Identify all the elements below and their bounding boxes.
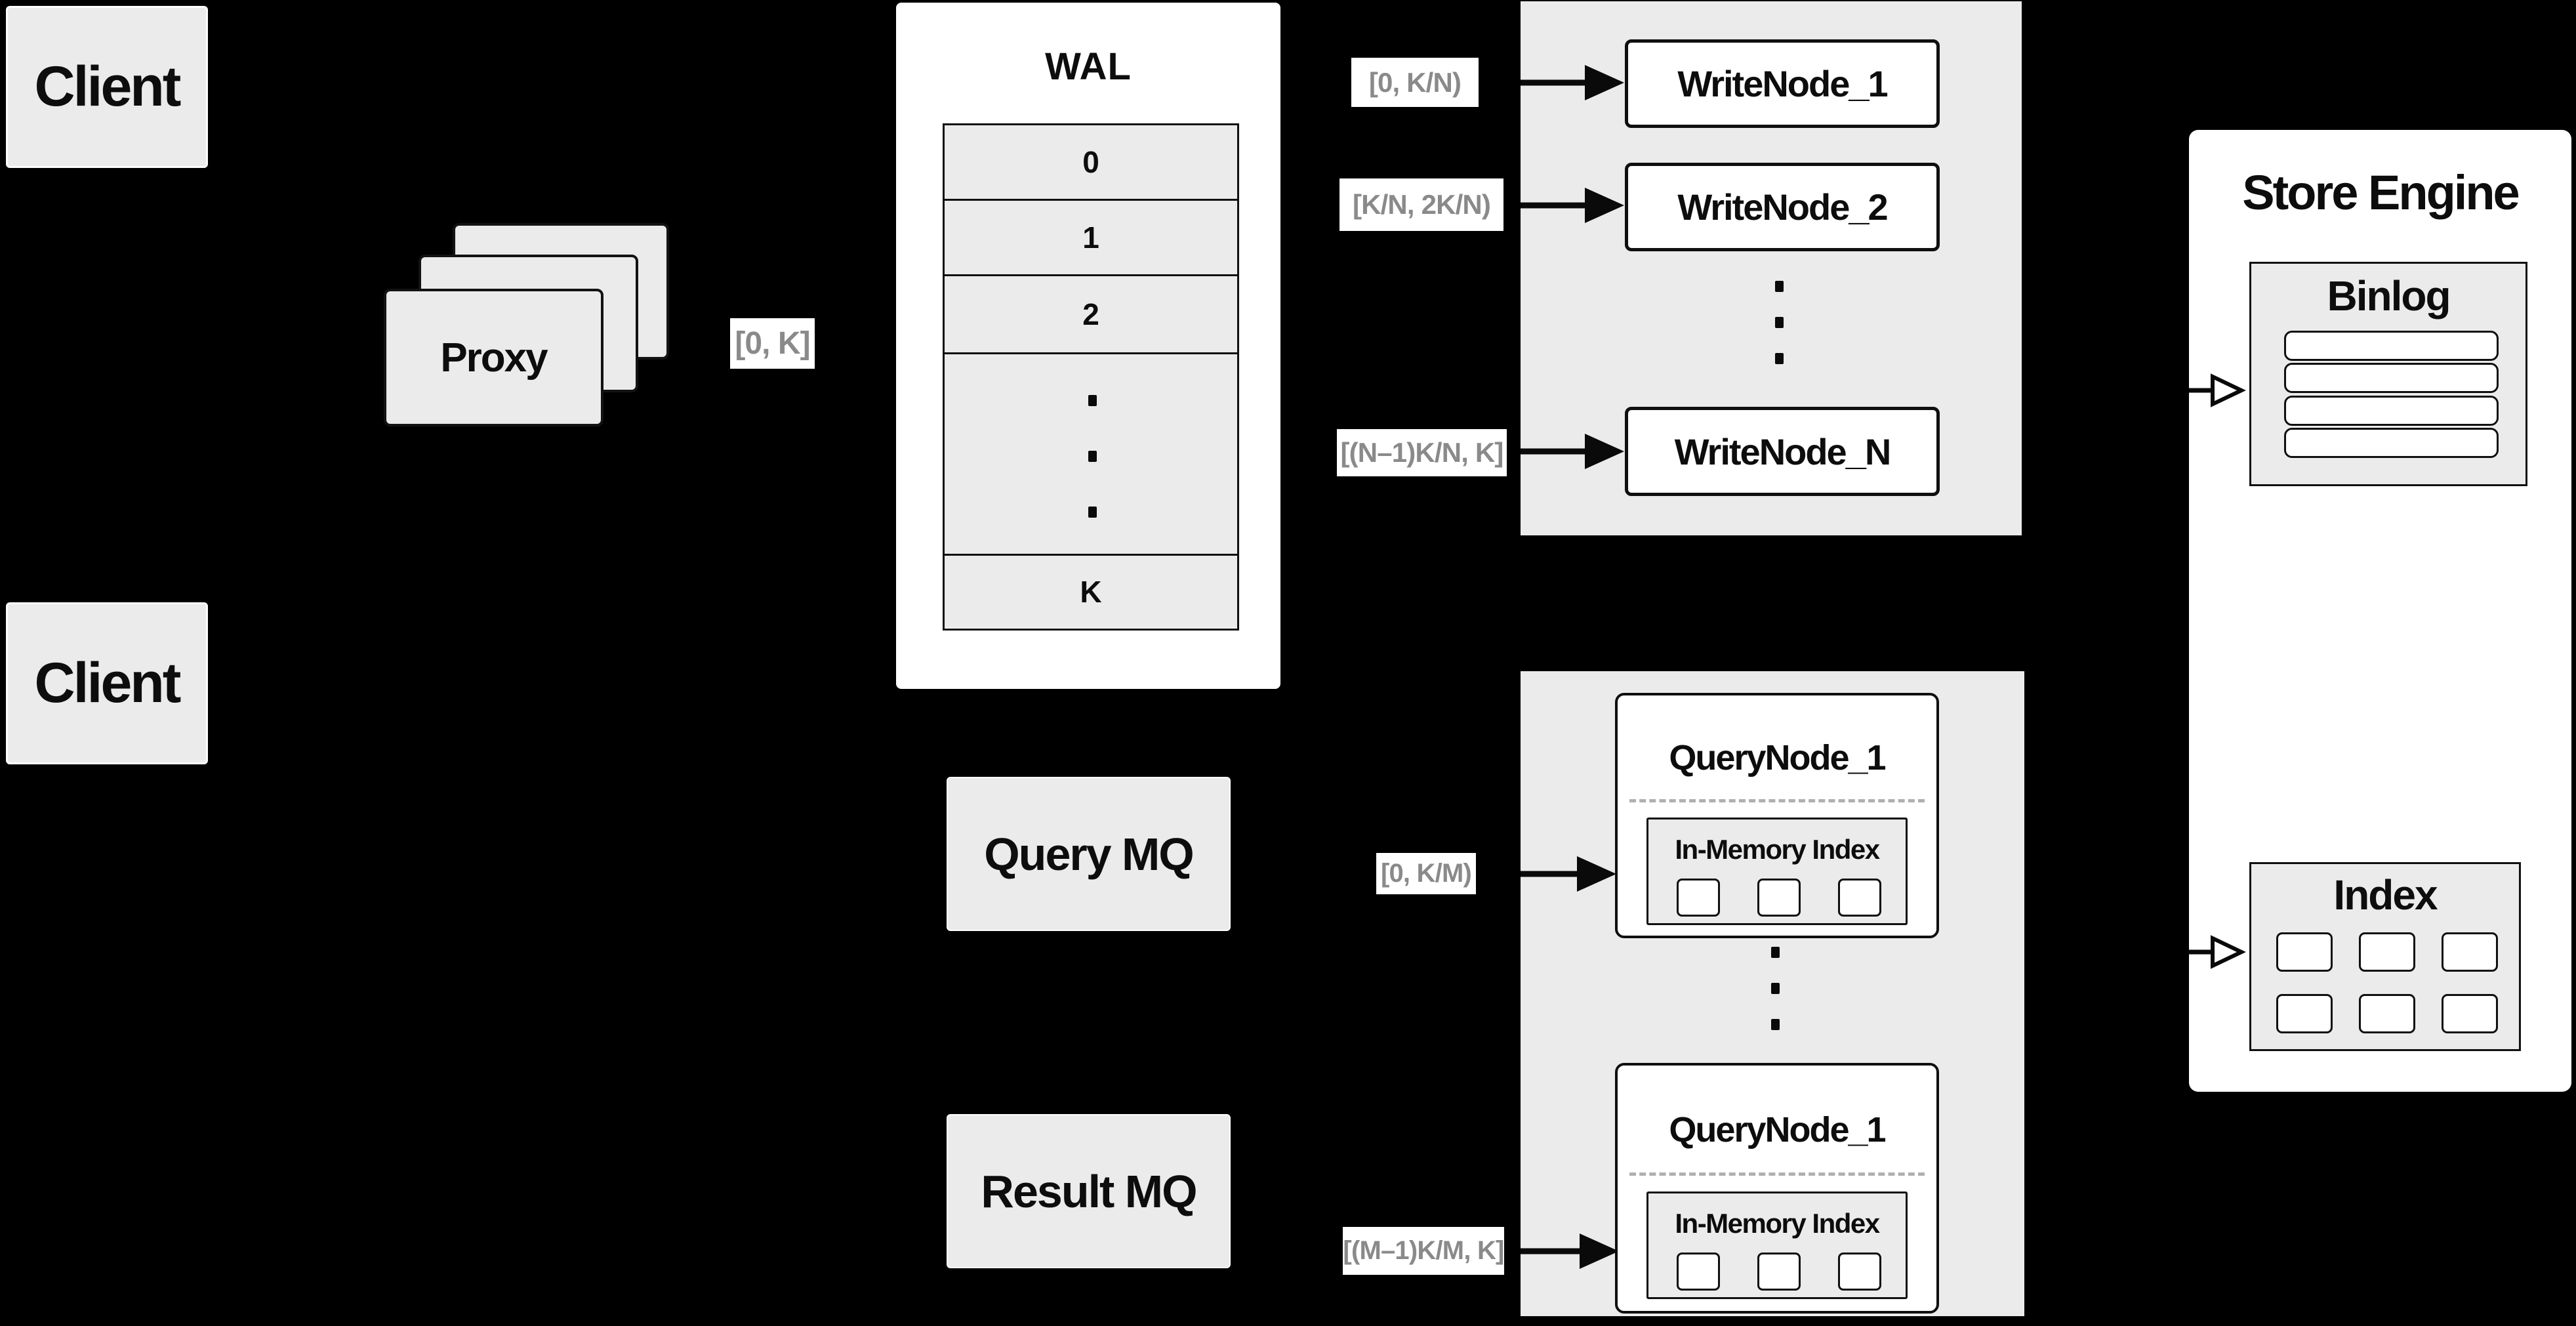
- query-range-label-1: [0, K/M): [1376, 853, 1476, 894]
- dot: [1775, 353, 1784, 364]
- write-node-n-label: WriteNode_N: [1674, 430, 1892, 472]
- binlog-row: [2284, 331, 2499, 361]
- index-cell: [2276, 994, 2333, 1033]
- wal-slot-ellipsis: [945, 354, 1237, 556]
- proxy-card-front: Proxy: [384, 289, 603, 426]
- in-memory-index-box-1: In-Memory Index: [1646, 818, 1908, 925]
- wal-slot-2: 2: [945, 276, 1237, 354]
- memory-segment: [1757, 1253, 1801, 1291]
- dot: [1771, 1019, 1780, 1030]
- client-top-label: Client: [34, 55, 182, 118]
- arrow-to-querynode-1: [1521, 856, 1616, 892]
- wal-slot-k: K: [945, 556, 1237, 628]
- write-node-1-label: WriteNode_1: [1677, 63, 1888, 104]
- proxy-range-label: [0, K]: [730, 318, 815, 369]
- arrow-to-writenode-1: [1521, 65, 1624, 100]
- index-cell: [2442, 932, 2498, 972]
- result-mq-box: Result MQ: [947, 1114, 1231, 1268]
- binlog-title: Binlog: [2327, 272, 2451, 320]
- wal-panel: WAL 0 1 2 K: [896, 3, 1280, 689]
- dot: [1775, 317, 1784, 328]
- in-memory-index-label-2: In-Memory Index: [1675, 1207, 1880, 1239]
- index-cell: [2276, 932, 2333, 972]
- write-node-2: WriteNode_2: [1625, 163, 1940, 251]
- proxy-label: Proxy: [440, 335, 548, 381]
- dot: [1088, 507, 1097, 518]
- wal-slot-table: 0 1 2 K: [943, 123, 1239, 631]
- wal-slot-1: 1: [945, 201, 1237, 276]
- binlog-box: Binlog: [2249, 262, 2527, 486]
- arrow-to-writenode-2: [1521, 188, 1624, 223]
- in-memory-index-label-1: In-Memory Index: [1675, 833, 1880, 865]
- dot: [1088, 395, 1097, 406]
- index-cell: [2359, 994, 2415, 1033]
- in-memory-index-box-2: In-Memory Index: [1646, 1191, 1908, 1299]
- dot: [1771, 947, 1780, 958]
- wal-slot-0: 0: [945, 125, 1237, 201]
- query-range-label-2: [(M–1)K/M, K]: [1343, 1227, 1504, 1275]
- dashed-divider: [1629, 799, 1925, 802]
- arrow-to-querynode-2: [1521, 1233, 1619, 1269]
- store-engine-panel: Store Engine Binlog Index: [2189, 130, 2571, 1092]
- memory-segment: [1677, 879, 1720, 917]
- binlog-row: [2284, 363, 2499, 393]
- memory-segment: [1838, 879, 1881, 917]
- dot: [1771, 983, 1780, 994]
- binlog-row: [2284, 428, 2499, 458]
- query-node-1: QueryNode_1 In-Memory Index: [1615, 693, 1939, 938]
- query-node-2: QueryNode_1 In-Memory Index: [1615, 1063, 1939, 1314]
- index-cell: [2442, 994, 2498, 1033]
- memory-segment: [1838, 1253, 1881, 1291]
- write-node-1: WriteNode_1: [1625, 39, 1940, 128]
- query-node-1-title: QueryNode_1: [1669, 738, 1886, 777]
- write-node-2-label: WriteNode_2: [1677, 186, 1888, 228]
- memory-segment: [1757, 879, 1801, 917]
- index-box: Index: [2249, 862, 2521, 1051]
- write-range-label-2: [K/N, 2K/N): [1339, 178, 1503, 231]
- write-node-n: WriteNode_N: [1625, 407, 1940, 496]
- result-mq-label: Result MQ: [981, 1165, 1197, 1217]
- arrow-to-index: [2189, 935, 2246, 969]
- dot: [1775, 281, 1784, 292]
- write-range-label-3: [(N–1)K/N, K]: [1337, 429, 1507, 476]
- binlog-row: [2284, 396, 2499, 426]
- wal-title: WAL: [1045, 45, 1132, 88]
- arrow-to-binlog: [2189, 373, 2246, 407]
- query-node-2-title: QueryNode_1: [1669, 1110, 1886, 1150]
- client-box-bottom: Client: [6, 602, 208, 764]
- client-bottom-label: Client: [34, 652, 182, 715]
- query-mq-box: Query MQ: [947, 777, 1231, 931]
- memory-segment: [1677, 1253, 1720, 1291]
- store-engine-title: Store Engine: [2242, 165, 2520, 220]
- index-cell: [2359, 932, 2415, 972]
- query-mq-label: Query MQ: [984, 828, 1195, 880]
- index-title: Index: [2333, 871, 2438, 919]
- arrow-to-writenode-n: [1521, 434, 1624, 469]
- write-range-label-1: [0, K/N): [1351, 58, 1479, 107]
- dot: [1088, 451, 1097, 462]
- client-box-top: Client: [6, 6, 208, 168]
- dashed-divider: [1629, 1172, 1925, 1176]
